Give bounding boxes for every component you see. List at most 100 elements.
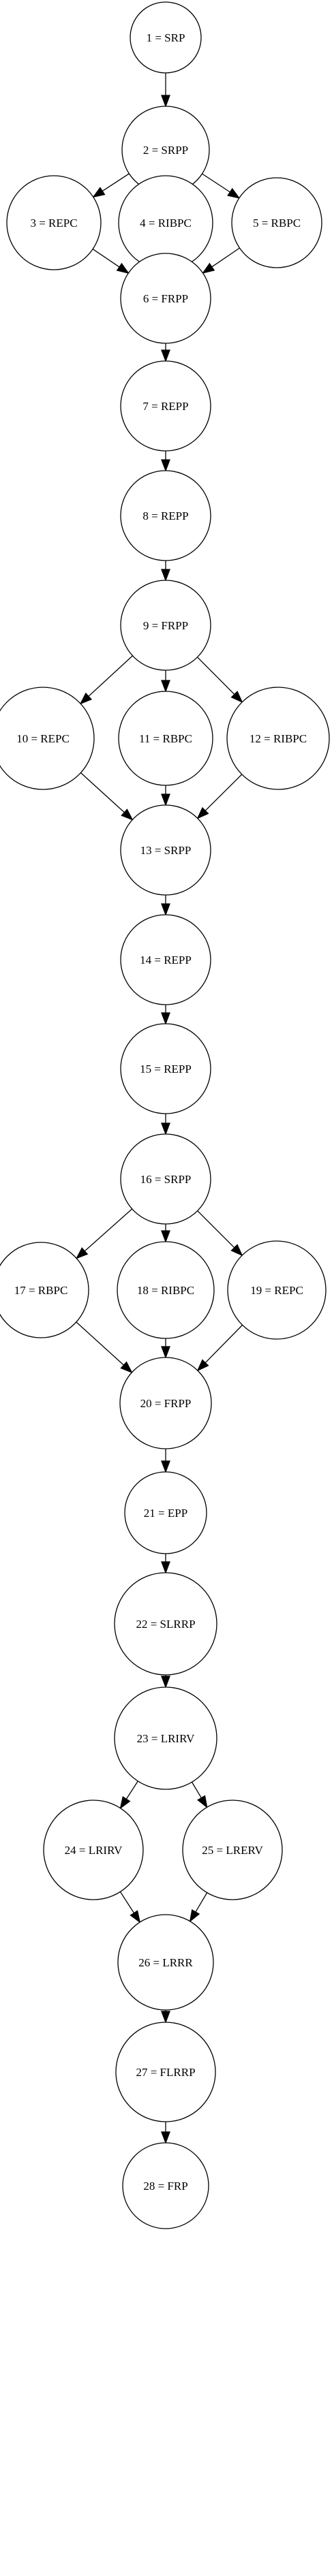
edge-21-22 (161, 1554, 170, 1574)
node-circle (120, 470, 211, 561)
node-circle (117, 1914, 214, 2011)
edge-line (119, 1891, 135, 1913)
node-5: 5 = RBPC (231, 177, 322, 268)
edge-line (76, 1321, 124, 1366)
node-2: 2 = SRPP (121, 106, 210, 194)
node-26: 26 = LRRR (117, 1914, 214, 2011)
arrowhead (161, 1012, 170, 1025)
node-6: 6 = FRPP (120, 253, 211, 344)
edge-line (84, 1208, 133, 1252)
edge-9-11 (161, 670, 170, 693)
arrowhead (79, 692, 93, 705)
arrowhead (161, 680, 170, 693)
arrowhead (196, 806, 209, 819)
node-label: 12 = RIBPC (250, 732, 307, 745)
arrowhead (119, 1795, 131, 1810)
arrowhead (161, 903, 170, 916)
arrowhead (92, 187, 106, 198)
edge-line (88, 655, 133, 697)
node-label: 11 = RBPC (139, 732, 192, 745)
node-circle (117, 1241, 215, 1339)
node-circle (120, 804, 211, 896)
edge-line (205, 774, 243, 811)
node-label: 20 = FRPP (140, 1397, 192, 1410)
node-22: 22 = SLRRP (114, 1572, 217, 1676)
node-label: 14 = REPP (140, 954, 192, 967)
edge-20-21 (161, 1449, 170, 1473)
node-label: 17 = RBPC (14, 1284, 68, 1297)
node-label: 8 = REPP (142, 509, 188, 522)
node-circle (115, 2022, 216, 2122)
node-circle (43, 1800, 144, 1900)
arrowhead (202, 262, 215, 274)
node-label: 7 = REPP (142, 400, 188, 413)
node-label: 9 = FRPP (143, 619, 188, 632)
arrowhead (161, 2131, 170, 2144)
edge-line (197, 657, 235, 695)
node-17: 17 = RBPC (0, 1242, 89, 1338)
edge-27-28 (161, 2122, 170, 2144)
arrowhead (161, 459, 170, 472)
edge-3-6 (92, 249, 130, 274)
node-circle (120, 360, 211, 452)
edge-5-6 (202, 247, 240, 274)
node-15: 15 = REPP (120, 1023, 211, 1114)
arrowhead (120, 1361, 133, 1374)
node-label: 3 = REPC (30, 217, 77, 230)
node-label: 2 = SRPP (143, 144, 188, 157)
node-28: 28 = FRP (122, 2142, 209, 2229)
node-circle (226, 687, 330, 790)
node-label: 10 = REPC (16, 732, 70, 745)
node-circle (0, 1242, 89, 1338)
node-18: 18 = RIBPC (117, 1241, 215, 1339)
node-11: 11 = RBPC (118, 691, 213, 786)
edge-26-27 (161, 2010, 170, 2024)
node-9: 9 = FRPP (120, 580, 211, 671)
node-19: 19 = REPC (227, 1240, 327, 1340)
node-circle (114, 1686, 217, 1790)
arrowhead (230, 1244, 243, 1257)
node-16: 16 = SRPP (120, 1133, 211, 1225)
node-label: 23 = LRIRV (137, 1732, 195, 1745)
arrowhead (161, 2011, 170, 2024)
node-circle (120, 253, 211, 344)
node-circle (124, 1471, 207, 1554)
node-label: 18 = RIBPC (137, 1284, 194, 1297)
edge-1-2 (161, 73, 170, 108)
edge-line (191, 1782, 202, 1798)
node-circle (130, 1, 202, 74)
edge-23-25 (191, 1782, 208, 1808)
edge-23-24 (119, 1780, 138, 1810)
node-label: 15 = REPP (140, 1063, 192, 1075)
node-label: 24 = LRIRV (65, 1844, 123, 1857)
arrowhead (161, 349, 170, 362)
edge-line (125, 1780, 138, 1800)
edge-line (102, 173, 130, 192)
edge-line (195, 1892, 208, 1913)
edge-19-20 (196, 1324, 243, 1372)
node-circle (227, 1240, 327, 1340)
node-4: 4 = RIBPC (118, 175, 213, 270)
edge-10-13 (80, 772, 134, 821)
node-25: 25 = LRERV (182, 1800, 283, 1900)
node-27: 27 = FLRRP (115, 2022, 216, 2122)
node-12: 12 = RIBPC (226, 687, 330, 790)
node-circle (119, 1357, 212, 1449)
edges-layer (75, 73, 243, 2144)
edge-15-16 (161, 1114, 170, 1135)
edge-2-3 (92, 173, 130, 198)
arrowhead (189, 1909, 200, 1923)
node-label: 19 = REPC (250, 1284, 303, 1297)
arrowhead (161, 1460, 170, 1473)
edge-16-17 (75, 1208, 133, 1259)
node-label: 6 = FRPP (143, 292, 188, 305)
node-10: 10 = REPC (0, 687, 95, 790)
edge-11-13 (161, 785, 170, 806)
edge-6-7 (161, 343, 170, 362)
arrowhead (116, 262, 130, 274)
edge-2-5 (202, 173, 241, 199)
node-circle (122, 2142, 209, 2229)
node-20: 20 = FRPP (119, 1357, 212, 1449)
